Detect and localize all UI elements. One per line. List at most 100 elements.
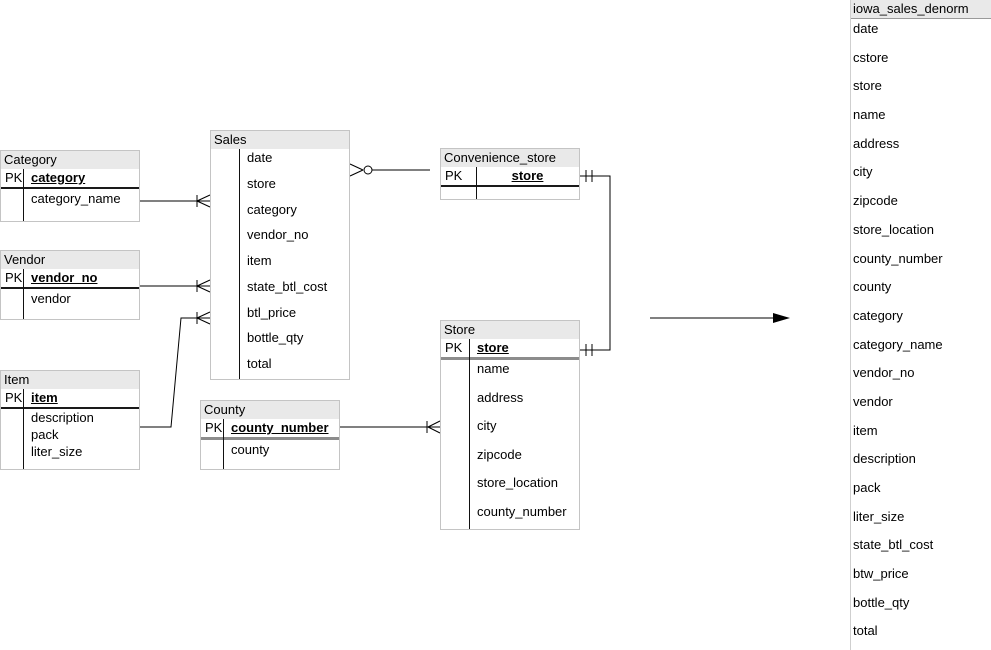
denorm-field-row: name xyxy=(853,107,886,123)
field-row: item xyxy=(247,253,272,269)
denorm-field-row: category xyxy=(853,307,903,323)
denorm-field-row: store xyxy=(853,78,882,94)
field-list: category_name xyxy=(1,189,139,209)
field-row: btl_price xyxy=(247,304,297,320)
entity-title: Convenience_store xyxy=(441,149,579,167)
pk-label: PK xyxy=(445,340,463,355)
entity-title: Item xyxy=(1,371,139,389)
denorm-field-row: state_btl_cost xyxy=(853,537,934,553)
transform-arrow-icon xyxy=(650,313,790,323)
field-row: city xyxy=(477,418,497,434)
pk-label: PK xyxy=(5,170,23,185)
denorm-field-row: county xyxy=(853,279,892,295)
pk-field: vendor_no xyxy=(31,270,98,285)
denorm-field-row: pack xyxy=(853,480,881,495)
pk-label: PK xyxy=(5,390,23,405)
denorm-field-row: bottle_qty xyxy=(853,594,910,610)
field-row: address xyxy=(477,389,524,405)
entity-convenience-store[interactable]: Convenience_store PK store xyxy=(440,148,580,200)
entity-category[interactable]: Category PK category category_name xyxy=(0,150,140,222)
entity-title: Vendor xyxy=(1,251,139,269)
field-row: state_btl_cost xyxy=(247,278,328,294)
pk-label: PK xyxy=(445,168,463,183)
denorm-field-row: city xyxy=(853,164,873,180)
pk-field: item xyxy=(31,390,58,405)
entity-body: PK vendor_no vendor xyxy=(1,269,139,319)
denorm-field-list: date cstore store name address city zipcode sto… xyxy=(851,19,991,650)
rel-sales-convenience-store xyxy=(349,163,430,177)
rel-category-sales xyxy=(140,194,211,208)
pk-field: store xyxy=(477,340,509,355)
field-row: total xyxy=(247,356,272,372)
entity-vendor[interactable]: Vendor PK vendor_no vendor xyxy=(0,250,140,320)
entity-title: Category xyxy=(1,151,139,169)
denorm-field-row: total xyxy=(853,623,878,639)
denorm-field-row: date xyxy=(853,21,879,36)
field-row: pack xyxy=(31,427,59,442)
field-row: liter_size xyxy=(31,444,83,459)
denorm-field-row: vendor xyxy=(853,393,893,409)
denorm-field-row: cstore xyxy=(853,49,889,65)
pk-label: PK xyxy=(205,420,223,435)
field-row: vendor xyxy=(31,291,71,306)
entity-body: PK county_number county xyxy=(201,419,339,469)
rel-vendor-sales xyxy=(140,279,211,293)
entity-body: PK store xyxy=(441,167,579,199)
one-and-only-one-icon xyxy=(585,170,593,356)
pk-row: PK store xyxy=(441,167,579,187)
field-row: county_number xyxy=(477,503,567,519)
field-row: store xyxy=(247,175,276,191)
many-crowfoot-icon xyxy=(196,194,211,208)
entity-title: Store xyxy=(441,321,579,339)
denorm-table-title: iowa_sales_denorm xyxy=(851,0,991,19)
many-crowfoot-icon xyxy=(196,279,211,293)
field-row: vendor_no xyxy=(247,227,309,243)
field-row: category_name xyxy=(31,191,121,206)
denorm-field-row: store_location xyxy=(853,221,934,237)
field-row: bottle_qty xyxy=(247,330,304,346)
rel-county-store xyxy=(340,420,441,434)
rel-convenience-store-store xyxy=(580,170,611,356)
pk-field: category xyxy=(31,170,86,185)
field-list: description pack liter_size xyxy=(1,409,139,460)
denorm-field-row: description xyxy=(853,451,916,467)
entity-body: PK item description pack liter_size xyxy=(1,389,139,469)
denorm-field-row: liter_size xyxy=(853,508,905,524)
pk-row: PK vendor_no xyxy=(1,269,139,289)
denorm-field-row: category_name xyxy=(853,336,943,352)
pk-field: store xyxy=(511,168,544,183)
zero-or-many-icon xyxy=(349,163,373,177)
field-row: county xyxy=(231,442,270,457)
field-row: category xyxy=(247,201,297,217)
denorm-field-row: btw_price xyxy=(853,566,909,582)
denorm-field-row: county_number xyxy=(853,250,943,266)
field-row: zipcode xyxy=(477,446,522,462)
denorm-field-row: zipcode xyxy=(853,193,898,209)
entity-item[interactable]: Item PK item description pack liter_size xyxy=(0,370,140,470)
pk-label: PK xyxy=(5,270,23,285)
pk-field: county_number xyxy=(231,420,329,435)
denorm-field-row: vendor_no xyxy=(853,365,915,381)
field-list: county xyxy=(201,440,339,460)
many-crowfoot-icon xyxy=(427,420,441,434)
field-row: date xyxy=(247,150,273,165)
entity-county[interactable]: County PK county_number county xyxy=(200,400,340,470)
denorm-table-panel[interactable]: iowa_sales_denorm date cstore store name add… xyxy=(850,0,991,650)
field-row: description xyxy=(31,410,94,425)
field-list: vendor xyxy=(1,289,139,309)
entity-title: Sales xyxy=(211,131,349,149)
field-row: store_location xyxy=(477,475,558,491)
pk-row: PK category xyxy=(1,169,139,189)
denorm-field-row: item xyxy=(853,422,878,438)
entity-body: PK category category_name xyxy=(1,169,139,221)
denorm-field-row: address xyxy=(853,135,900,151)
pk-row: PK store xyxy=(441,339,579,360)
pk-row: PK item xyxy=(1,389,139,409)
